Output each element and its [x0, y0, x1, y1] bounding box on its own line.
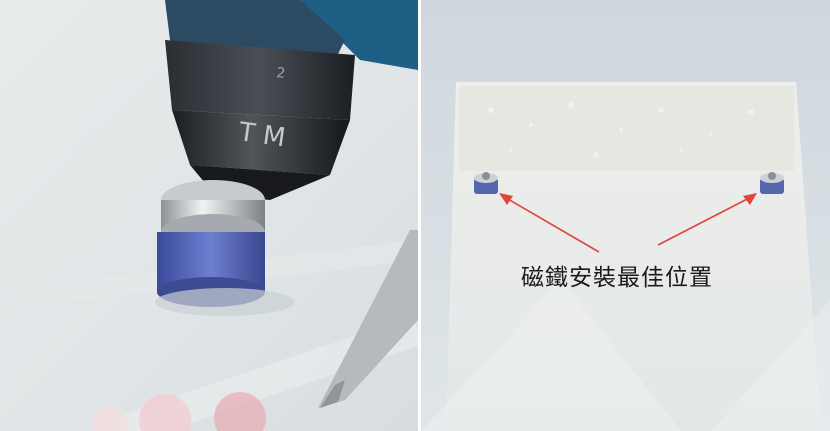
right-photo: 磁鐵安裝最佳位置: [421, 0, 830, 431]
left-magnet-icon: [474, 172, 498, 194]
svg-text:T M: T M: [236, 117, 287, 153]
arrows-group: [499, 193, 757, 253]
left-photo: 2 T M: [0, 0, 418, 431]
left-arrow-icon: [500, 194, 600, 253]
right-arrow-icon: [657, 194, 756, 246]
magnet-position-caption: 磁鐵安裝最佳位置: [521, 265, 713, 291]
right-magnet-icon: [760, 172, 784, 194]
drill-fastening-magnet-icon: 2 T M: [0, 0, 418, 431]
svg-text:2: 2: [276, 65, 287, 82]
magnets-on-panel-icon: [421, 0, 830, 431]
